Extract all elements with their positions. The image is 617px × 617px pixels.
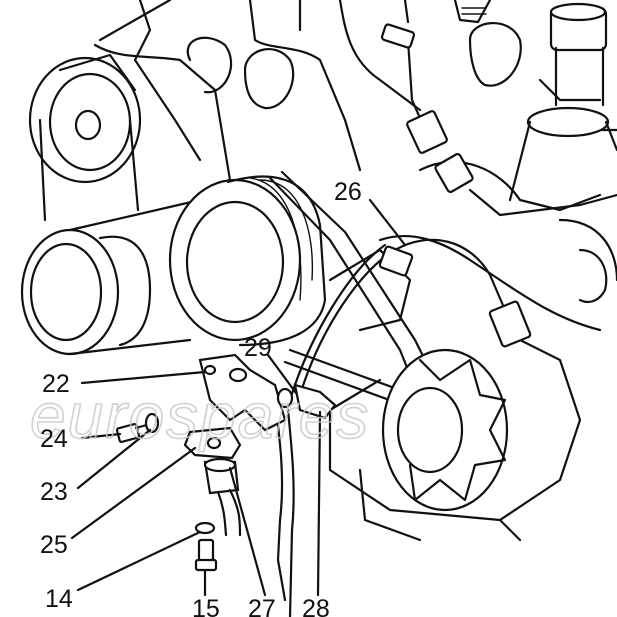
callout-27: 27: [248, 595, 276, 617]
callout-26: 26: [334, 178, 362, 206]
sensor-cable: [273, 238, 532, 617]
water-pump-pulley: [20, 198, 202, 356]
filler-tube: [508, 2, 617, 202]
watermark-text: eurospares: [30, 380, 370, 452]
callout-25: 25: [40, 531, 68, 559]
crank-pulley: [28, 53, 142, 222]
main-pulley: [168, 175, 327, 347]
bolt-15: [194, 521, 218, 572]
callout-22: 22: [42, 370, 70, 398]
callout-29: 29: [244, 334, 272, 362]
sensor-wire-top: [380, 0, 617, 217]
callout-14: 14: [45, 585, 73, 613]
callout-24: 24: [40, 425, 68, 453]
distributor: [453, 0, 492, 24]
leader-lines: [70, 198, 407, 597]
callout-15: 15: [192, 595, 220, 617]
clamp-28: [293, 383, 337, 420]
bolt-24: [115, 412, 160, 444]
callout-23: 23: [40, 478, 68, 506]
gasket-25: [183, 426, 242, 460]
alternator: [328, 328, 582, 542]
bracket-22: [198, 353, 294, 432]
callout-28: 28: [302, 595, 330, 617]
